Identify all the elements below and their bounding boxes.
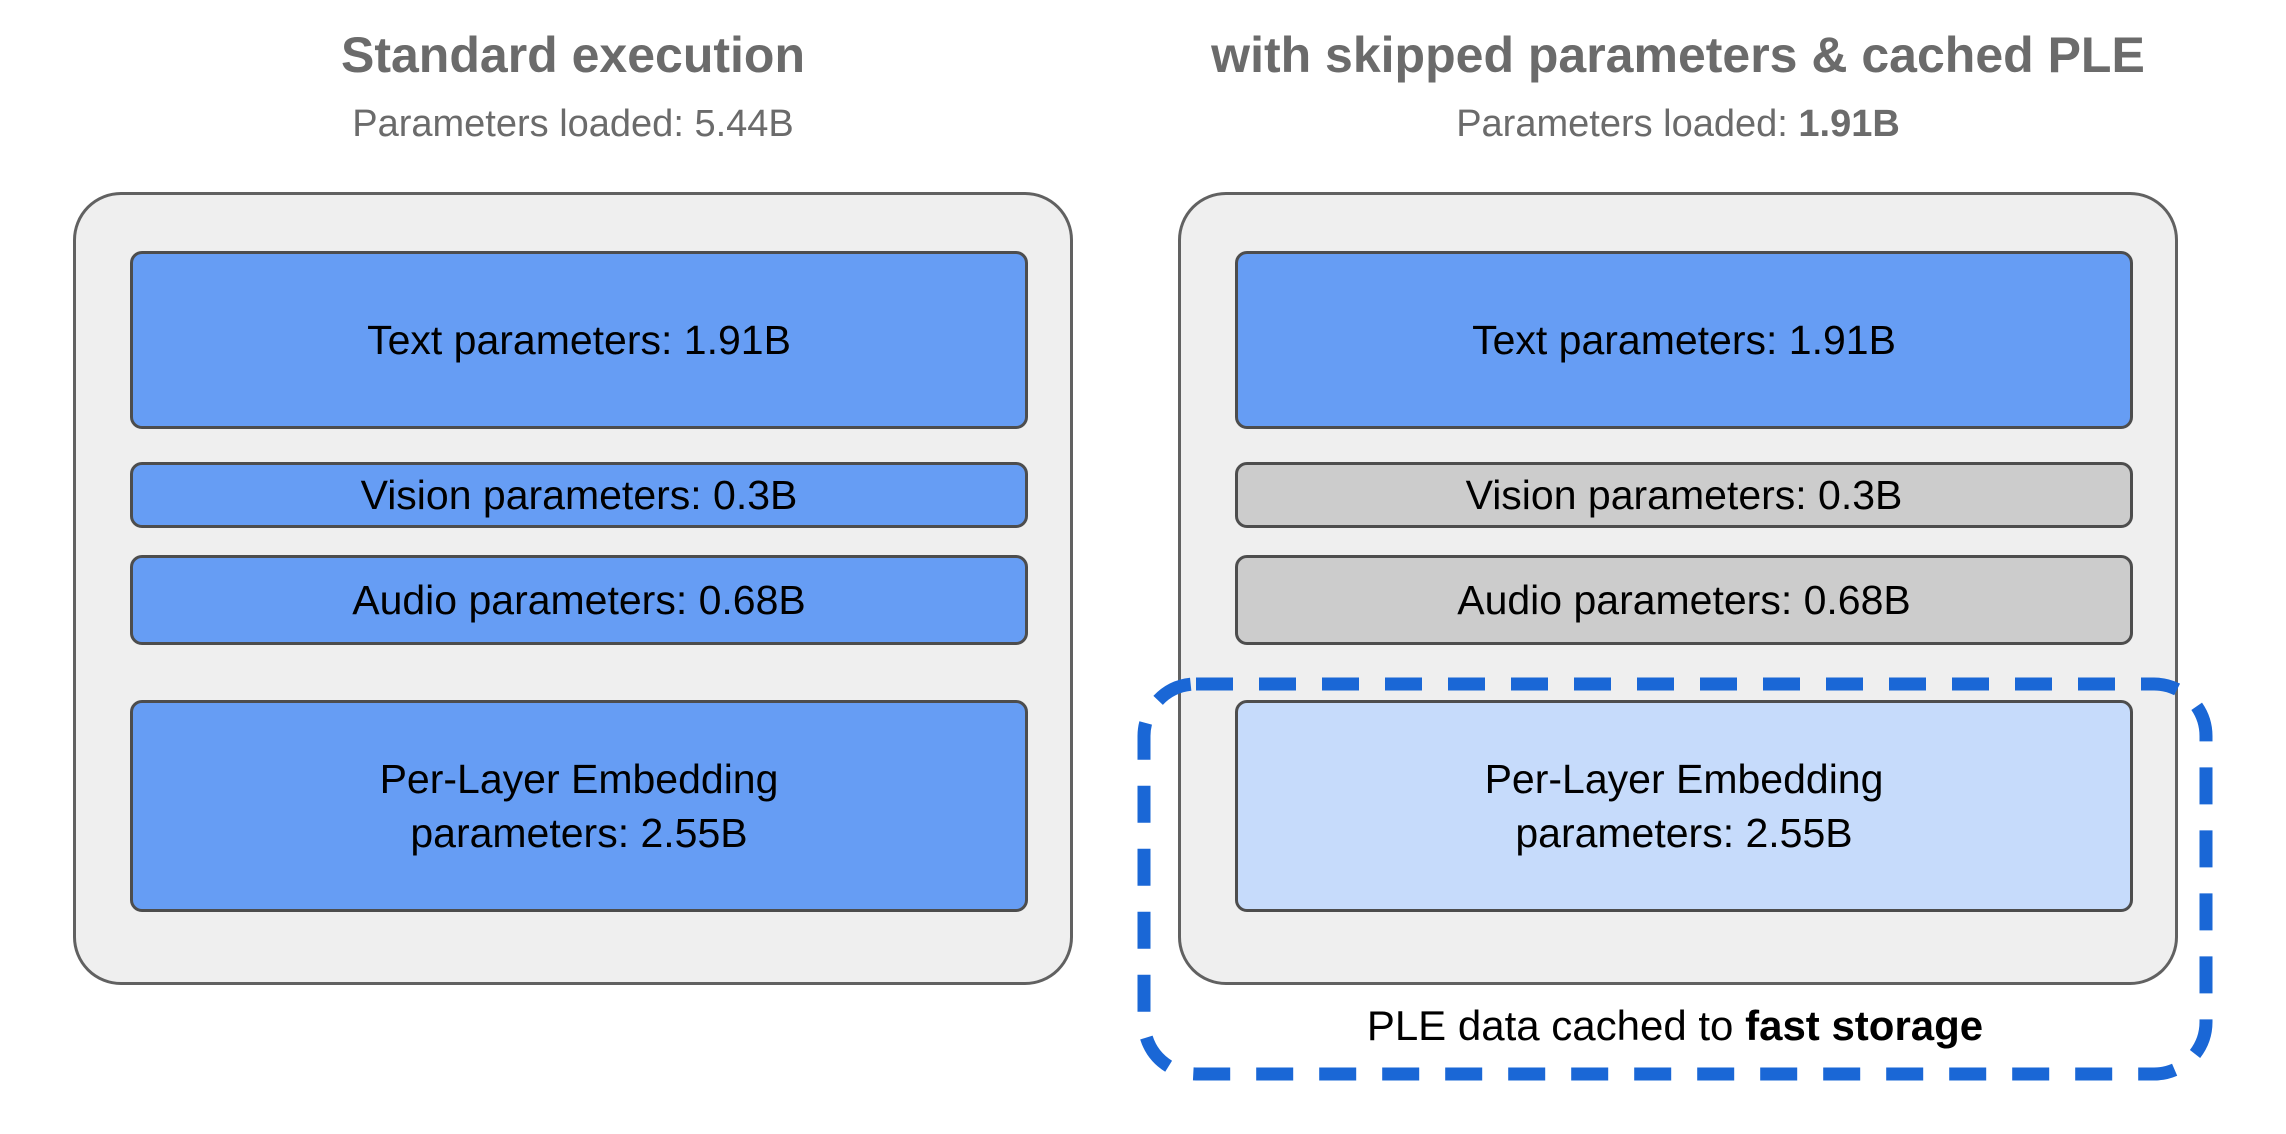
param-box-text: Text parameters: 1.91B xyxy=(130,251,1028,429)
panel-title-standard: Standard execution xyxy=(341,27,805,83)
param-box-vision: Vision parameters: 0.3B xyxy=(130,462,1028,528)
model-container-skipped: Text parameters: 1.91B Vision parameters… xyxy=(1178,192,2178,985)
param-box-ple: Per-Layer Embedding parameters: 2.55B xyxy=(130,700,1028,912)
ple-caption-text: PLE data cached to xyxy=(1366,1002,1746,1049)
model-container-standard: Text parameters: 1.91B Vision parameters… xyxy=(73,192,1073,985)
params-loaded-value: 5.44B xyxy=(694,103,794,145)
ple-cache-caption: PLE data cached to fast storage xyxy=(1136,998,2214,1054)
param-box-audio: Audio parameters: 0.68B xyxy=(1235,555,2133,645)
ple-caption-bold-text: fast storage xyxy=(1745,1002,1984,1049)
params-loaded-label: Parameters loaded: xyxy=(1456,103,1799,145)
panel-subtitle-skipped: Parameters loaded: 1.91B xyxy=(1178,100,2178,148)
panel-title-skipped: with skipped parameters & cached PLE xyxy=(1211,27,2145,83)
params-loaded-value: 1.91B xyxy=(1798,103,1900,145)
param-box-ple: Per-Layer Embedding parameters: 2.55B xyxy=(1235,700,2133,912)
ple-cache-dashed-outline xyxy=(1137,677,2213,1081)
param-box-text: Text parameters: 1.91B xyxy=(1235,251,2133,429)
param-box-audio: Audio parameters: 0.68B xyxy=(130,555,1028,645)
param-box-vision: Vision parameters: 0.3B xyxy=(1235,462,2133,528)
params-loaded-label: Parameters loaded: xyxy=(352,103,695,145)
panel-subtitle-standard: Parameters loaded: 5.44B xyxy=(73,100,1073,148)
